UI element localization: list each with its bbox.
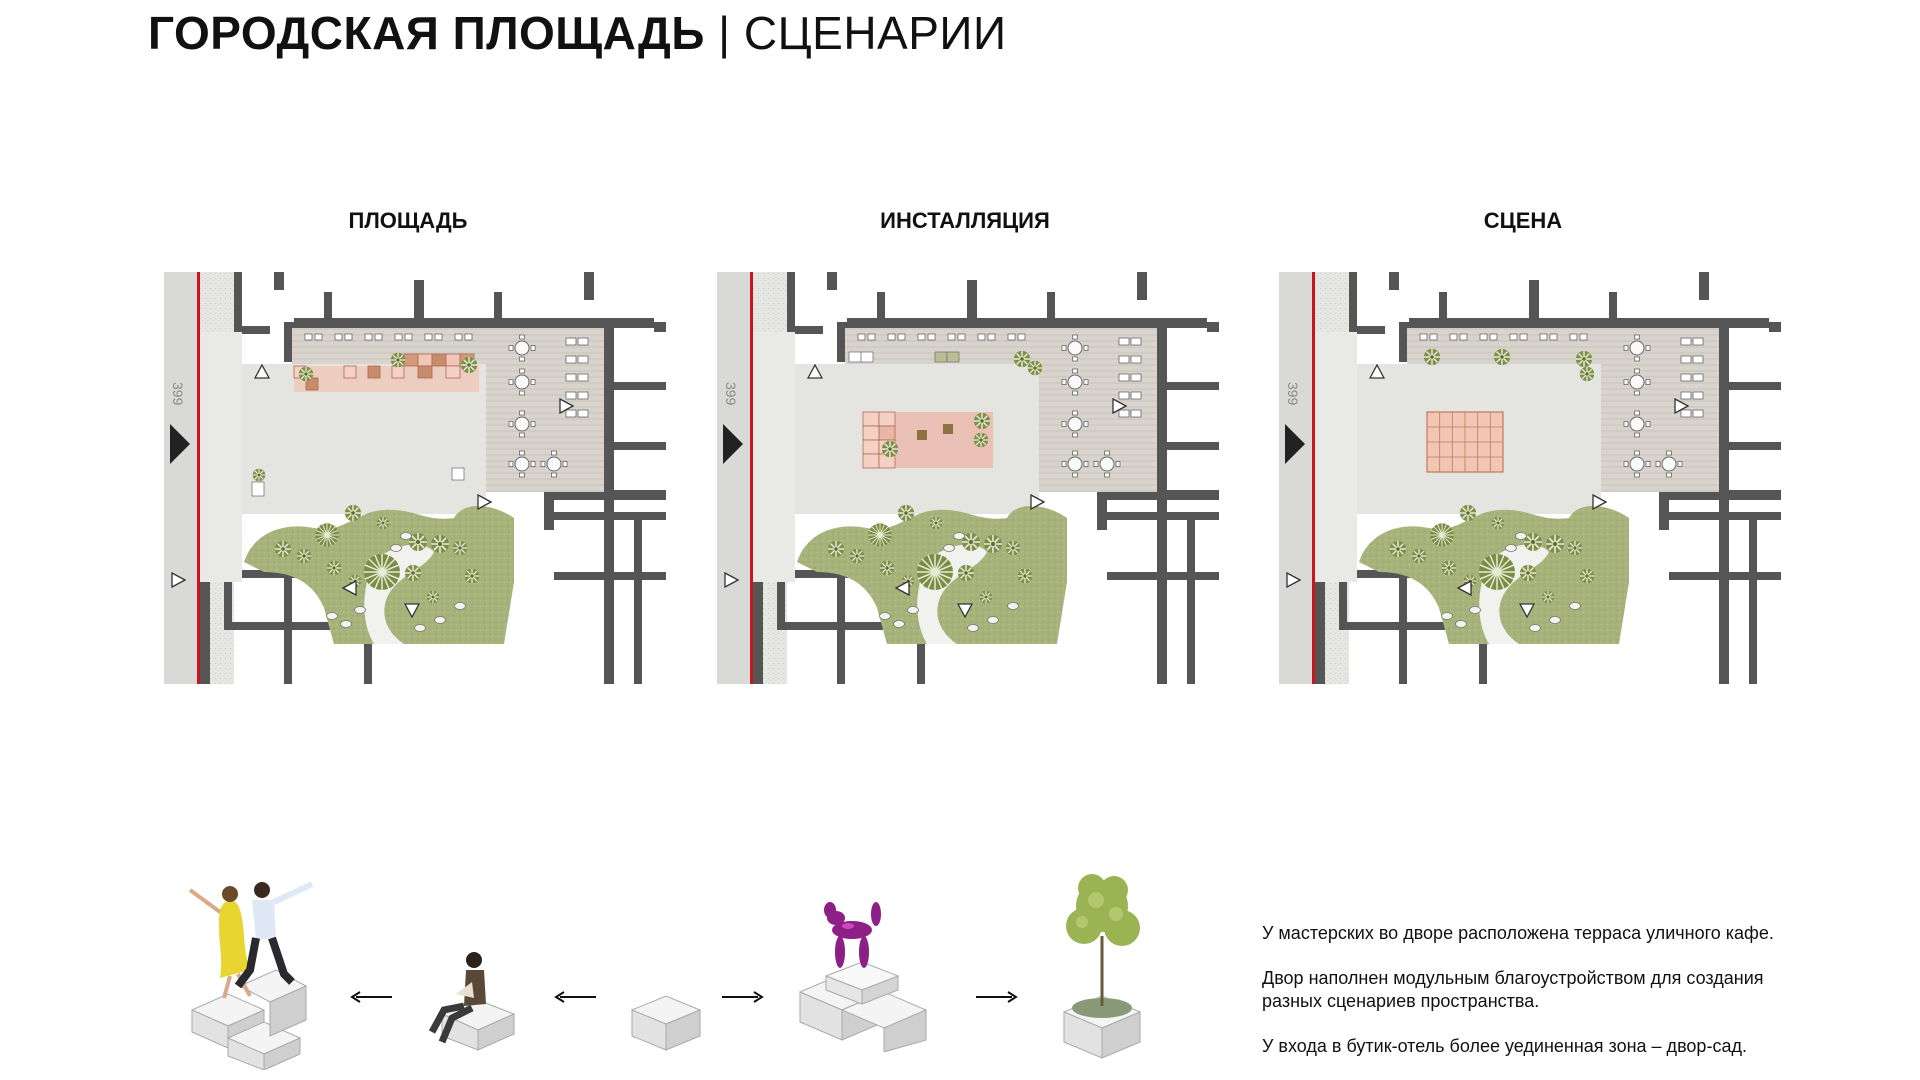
stage-platform bbox=[1426, 411, 1504, 473]
plan-installation: 399 bbox=[717, 272, 1219, 684]
description-paragraph-cafe: У мастерских во дворе расположена террас… bbox=[1262, 923, 1774, 943]
arrow-left-icon bbox=[348, 990, 392, 1004]
street bbox=[164, 272, 200, 684]
main-entrance-arrow bbox=[1285, 424, 1305, 464]
dancers-on-blocks-illustration bbox=[180, 870, 330, 1070]
scenario-label-installation: ИНСТАЛЛЯЦИЯ bbox=[880, 208, 1050, 233]
plan-square: 399 bbox=[164, 272, 666, 684]
title-sub: СЦЕНАРИИ bbox=[743, 7, 1007, 59]
street-number-label: 399 bbox=[723, 382, 739, 406]
modular-blocks bbox=[251, 352, 479, 497]
person-on-block-illustration bbox=[412, 950, 522, 1060]
scenario-label-stage: СЦЕНА bbox=[1483, 208, 1563, 233]
balloon-dog-installation-illustration bbox=[790, 892, 960, 1052]
title-main: ГОРОДСКАЯ ПЛОЩАДЬ bbox=[148, 7, 705, 59]
title-separator: | bbox=[718, 7, 731, 59]
main-entrance-arrow bbox=[170, 424, 190, 464]
plan-stage: 399 bbox=[1279, 272, 1781, 684]
arrow-left-icon bbox=[552, 990, 596, 1004]
description-paragraph-garden: У входа в бутик-отель более уединенная з… bbox=[1262, 1036, 1747, 1056]
main-entrance-arrow bbox=[723, 424, 743, 464]
street-number-label: 399 bbox=[1285, 382, 1301, 406]
street-number-label: 399 bbox=[170, 382, 186, 406]
arrow-right-icon bbox=[976, 990, 1020, 1004]
arrow-right-icon bbox=[722, 990, 766, 1004]
page-title: ГОРОДСКАЯ ПЛОЩАДЬ | СЦЕНАРИИ bbox=[148, 6, 1007, 60]
street-red-line bbox=[197, 272, 201, 684]
tree-planter-illustration bbox=[1040, 866, 1170, 1062]
scenario-label-square: ПЛОЩАДЬ bbox=[348, 208, 468, 233]
single-block-illustration bbox=[628, 988, 704, 1058]
description-paragraph-modules: Двор наполнен модульным благоустройством… bbox=[1262, 968, 1764, 1011]
installation-blocks bbox=[862, 411, 993, 469]
scenario-description: У мастерских во дворе расположена террас… bbox=[1262, 922, 1822, 1080]
